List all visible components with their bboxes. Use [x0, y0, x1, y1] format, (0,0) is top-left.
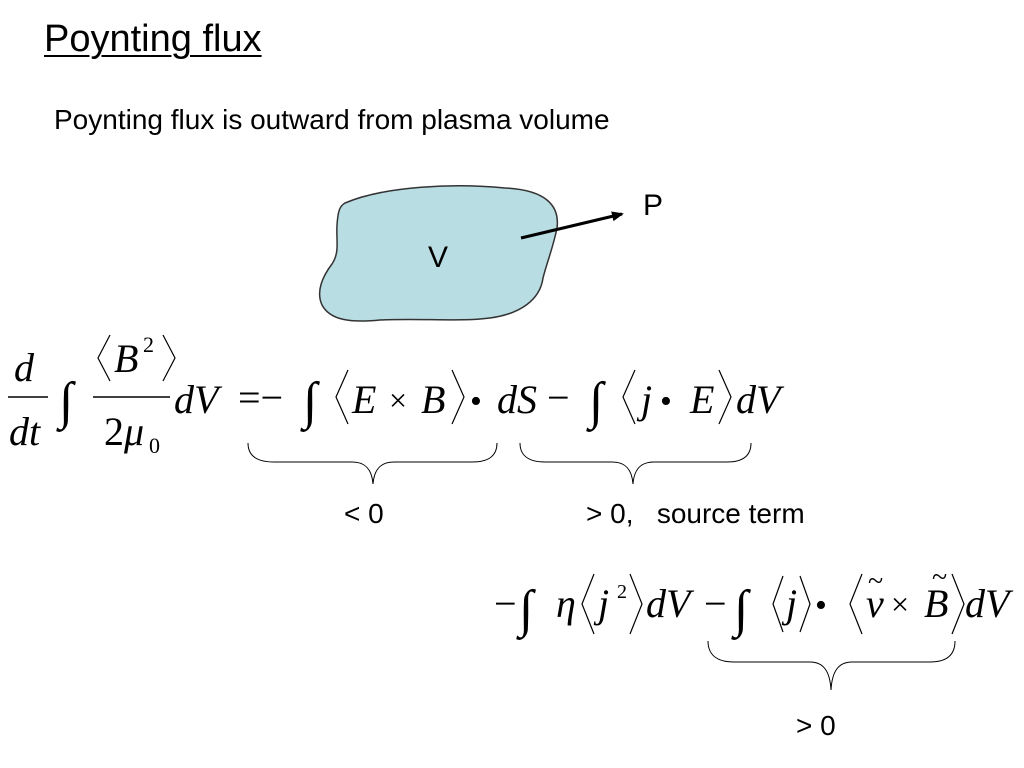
eq2-integral: ∫ [516, 581, 536, 640]
eq1-dot: • [470, 383, 482, 420]
eq1-exp2: 2 [143, 332, 154, 357]
eq1-d: d [14, 345, 35, 390]
eq1-sub0: 0 [149, 433, 160, 458]
eq1-dt: dt [9, 409, 41, 454]
eq2-cross: × [891, 586, 909, 622]
eq2-exp2: 2 [617, 581, 627, 603]
eq2-eta: η [556, 581, 576, 626]
dynamo-term-annotation: > 0 [796, 710, 836, 741]
volume-label: V [428, 241, 449, 274]
eq2-minus: − [704, 581, 727, 626]
eq1-dS: dS [497, 377, 537, 422]
eq2-tilde-B: ~ [932, 562, 947, 593]
eq1-B: B [421, 377, 445, 422]
eq1-dV: dV [174, 377, 223, 422]
arrow-label: P [643, 189, 664, 222]
angle-bracket-left [335, 369, 349, 425]
page-subtitle: Poynting flux is outward from plasma vol… [54, 104, 610, 135]
eq2-B: B [924, 581, 948, 626]
source-term-annotation: > 0, source term [586, 498, 805, 529]
eq2-integral: ∫ [731, 581, 751, 640]
eq2-tilde-v: ~ [868, 566, 883, 597]
brace-source-term [519, 442, 752, 485]
eq1-E: E [689, 377, 714, 422]
plasma-volume-shape [318, 185, 559, 322]
brace-surface-term [247, 442, 498, 485]
eq2-dV: dV [646, 581, 695, 626]
angle-bracket-right [629, 573, 643, 635]
eq2-j: j [593, 581, 609, 626]
eq1-two: 2 [104, 409, 124, 454]
eq1-j: j [636, 377, 652, 422]
eq1-B: B [114, 336, 138, 381]
brace-dynamo-term [707, 640, 956, 691]
eq2-dot: • [815, 587, 827, 624]
angle-bracket-right [162, 334, 176, 382]
angle-bracket-right [799, 575, 811, 633]
angle-bracket-left [849, 573, 863, 635]
eq2-v: v [866, 581, 884, 626]
angle-bracket-right [451, 369, 465, 425]
angle-bracket-left [772, 575, 784, 633]
eq2-minus: − [494, 581, 517, 626]
poynting-arrow [520, 211, 624, 240]
angle-bracket-left [97, 334, 111, 382]
eq1-integral: ∫ [56, 373, 76, 432]
surface-term-annotation: < 0 [344, 498, 384, 529]
eq2-dV: dV [965, 581, 1014, 626]
angle-bracket-right [718, 369, 732, 425]
angle-bracket-left [622, 369, 636, 425]
eq1-dV: dV [736, 377, 785, 422]
eq1-integral: ∫ [300, 373, 320, 432]
eq1-E: E [351, 377, 376, 422]
eq1-minus: − [547, 375, 570, 420]
angle-bracket-right [951, 573, 965, 635]
eq2-j: j [781, 581, 797, 626]
page-title: Poynting flux [44, 18, 262, 60]
eq1-integral: ∫ [586, 373, 606, 432]
eq1-mu: μ [123, 409, 144, 454]
angle-bracket-left [581, 573, 595, 635]
eq1-dot: • [660, 383, 672, 420]
eq1-equals-minus: =− [238, 375, 283, 420]
eq1-cross: × [389, 382, 407, 418]
